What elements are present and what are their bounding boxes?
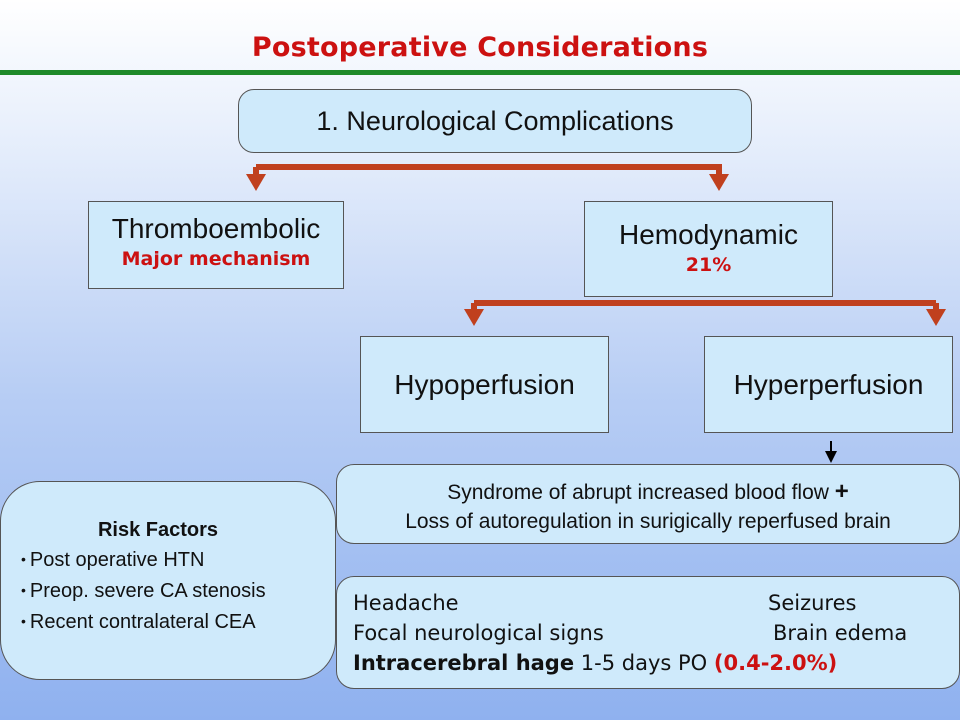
risk-factor-item: Preop. severe CA stenosis — [21, 575, 335, 606]
thromboembolic-label: Thromboembolic — [111, 213, 321, 244]
symptom-brain-edema: Brain edema — [773, 621, 908, 645]
syndrome-plus: + — [834, 478, 849, 505]
connector-hemo-branch — [464, 300, 946, 326]
symptom-ich-rate: (0.4-2.0%) — [713, 651, 838, 675]
risk-factors-list: Post operative HTN Preop. severe CA sten… — [21, 544, 335, 637]
symptoms-row-3: Intracerebral hage 1-5 days PO (0.4-2.0%… — [353, 648, 959, 678]
risk-factors-heading: Risk Factors — [97, 519, 219, 541]
arrowhead-hemo — [709, 174, 729, 191]
risk-factor-item: Post operative HTN — [21, 544, 335, 575]
symptom-headache: Headache — [353, 591, 459, 615]
hemodynamic-label: Hemodynamic — [619, 219, 798, 250]
symptoms-node: Headache Seizures Focal neurological sig… — [336, 576, 960, 689]
syndrome-line-1: Syndrome of abrupt increased blood flow … — [337, 478, 959, 507]
symptom-ich-label: Intracerebral hage — [353, 651, 575, 675]
risk-factor-item: Recent contralateral CEA — [21, 606, 335, 637]
hemodynamic-node: Hemodynamic 21% — [584, 201, 833, 297]
symptoms-row-1: Headache Seizures — [353, 588, 959, 618]
hypoperfusion-label: Hypoperfusion — [394, 369, 575, 400]
arrowhead-hypo — [464, 309, 484, 326]
hyperperfusion-label: Hyperperfusion — [733, 369, 924, 400]
symptoms-row-2: Focal neurological signs Brain edema — [353, 618, 959, 648]
syndrome-node: Syndrome of abrupt increased blood flow … — [336, 464, 960, 544]
slide-title: Postoperative Considerations — [251, 32, 709, 63]
title-divider — [0, 70, 960, 75]
connector-root-branch — [246, 164, 729, 191]
hypoperfusion-node: Hypoperfusion — [360, 336, 609, 433]
connector-hyper-down — [825, 441, 837, 463]
thromboembolic-node: Thromboembolic Major mechanism — [88, 201, 344, 289]
symptom-ich-timing: 1-5 days PO — [580, 651, 708, 675]
syndrome-line-1-text: Syndrome of abrupt increased blood flow — [447, 481, 829, 504]
symptom-focal-signs: Focal neurological signs — [353, 621, 604, 645]
hemodynamic-note: 21% — [685, 254, 732, 276]
arrowhead-thrombo — [246, 174, 266, 191]
neurological-complications-label: 1. Neurological Complications — [316, 106, 674, 136]
thromboembolic-note: Major mechanism — [121, 248, 311, 270]
symptom-seizures: Seizures — [768, 591, 857, 615]
risk-factors-node: Risk Factors Post operative HTN Preop. s… — [0, 481, 336, 680]
syndrome-line-2: Loss of autoregulation in surigically re… — [405, 510, 891, 533]
hyperperfusion-node: Hyperperfusion — [704, 336, 953, 433]
arrowhead-hyper — [926, 309, 946, 326]
neurological-complications-node: 1. Neurological Complications — [238, 89, 752, 153]
arrowhead-syndrome — [825, 451, 837, 463]
